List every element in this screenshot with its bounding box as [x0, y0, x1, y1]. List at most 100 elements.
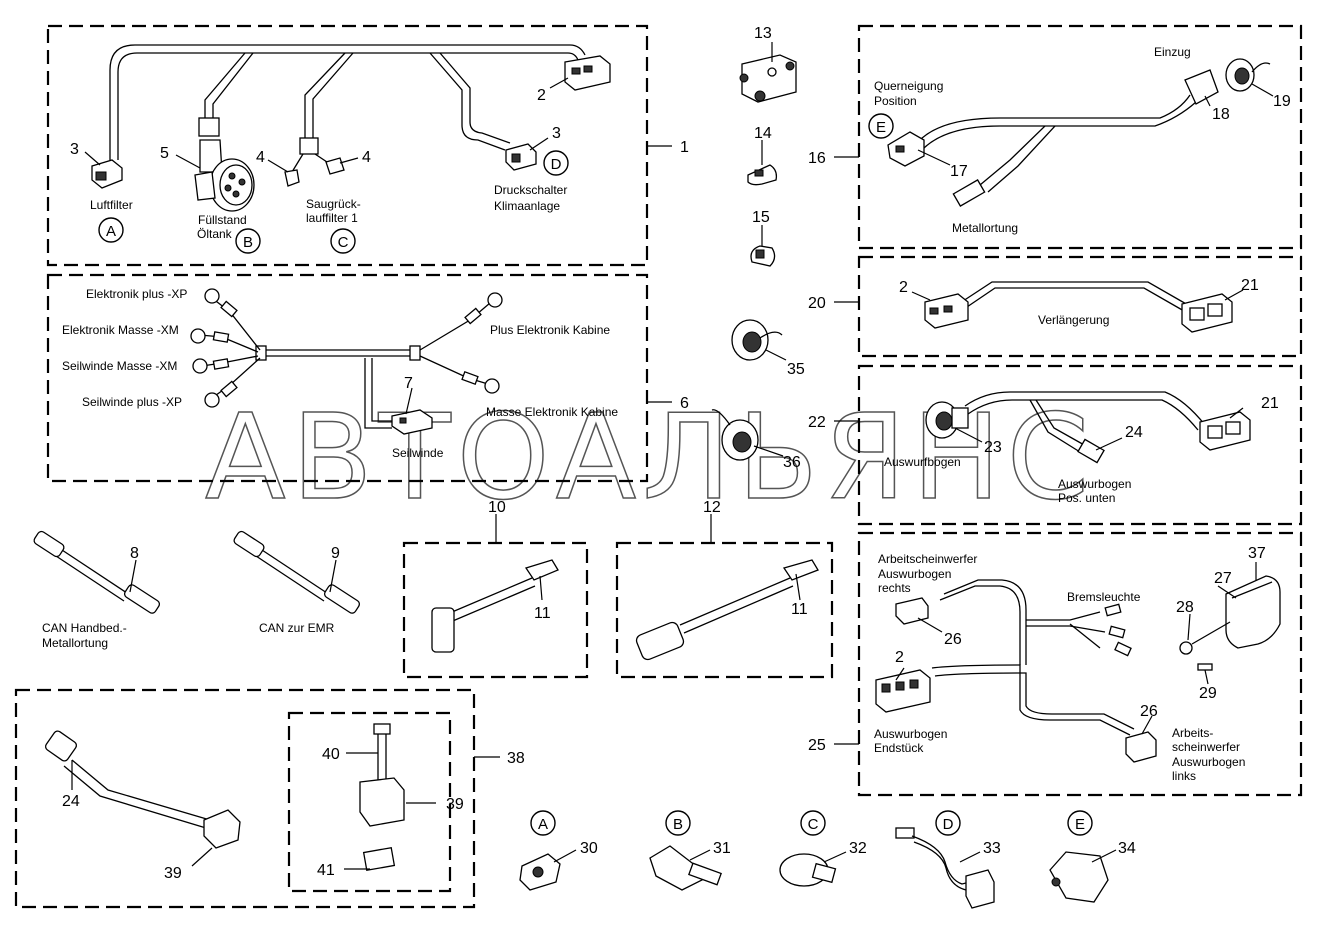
number-label: 13	[754, 25, 772, 42]
number-label: 11	[534, 605, 551, 622]
connector-sleeve	[299, 137, 319, 155]
part-14-cable-clip	[747, 164, 778, 186]
number-label: 28	[1176, 599, 1194, 616]
part-15-cable-clip	[750, 245, 776, 267]
sensor-31	[649, 845, 722, 891]
cable-38	[44, 730, 241, 849]
label-verlaengerung: Verlängerung	[1038, 313, 1109, 327]
number-label: 8	[130, 545, 139, 562]
harness-20	[924, 281, 1233, 333]
lamp-27	[1225, 575, 1281, 649]
solenoid-39	[359, 723, 405, 872]
number-label: 14	[754, 125, 772, 142]
number-label: 3	[552, 125, 561, 142]
callout-circle-e	[868, 113, 894, 139]
label-oeltank: Öltank	[197, 227, 233, 241]
connector-sleeve	[198, 117, 220, 137]
callout-circle-a2	[530, 810, 556, 836]
number-label: 29	[1199, 685, 1217, 702]
number-label: 1	[680, 139, 689, 156]
sensor-30	[519, 853, 561, 891]
label-druckschalter: Druckschalter	[494, 183, 567, 197]
label-links: links	[1172, 769, 1196, 783]
number-label: 20	[808, 295, 826, 312]
label-elek-masse: Elektronik Masse -XM	[62, 323, 179, 337]
ring-terminal	[190, 328, 206, 344]
terminal-4-right	[325, 157, 345, 175]
connector-17	[887, 131, 925, 167]
callout-circle-d	[543, 150, 569, 176]
number-label: 11	[791, 601, 808, 618]
number-label: 39	[446, 796, 464, 813]
number-label: 18	[1212, 106, 1230, 123]
leader-lines	[71, 42, 1274, 870]
number-label: 19	[1273, 93, 1291, 110]
number-label: 39	[164, 865, 182, 882]
straight-plug	[635, 621, 685, 661]
number-label: 23	[984, 439, 1002, 456]
frame-group-22	[857, 364, 1303, 526]
number-label: 24	[1125, 424, 1143, 441]
part-35-plug	[731, 319, 783, 361]
label-pos-unten: Pos. unten	[1058, 491, 1115, 505]
callout-a2: A	[538, 816, 548, 833]
callout-e2: E	[1075, 816, 1085, 833]
part-36-plug	[711, 409, 759, 461]
number-label: 22	[808, 414, 826, 431]
connector-24a	[1077, 438, 1105, 464]
number-label: 4	[362, 149, 371, 166]
number-label: 4	[256, 149, 265, 166]
harness-6	[190, 288, 503, 435]
number-label: 33	[983, 840, 1001, 857]
callout-d2: D	[943, 816, 954, 833]
frame-group-38	[14, 688, 476, 909]
callout-circle-b	[235, 228, 261, 254]
label-bremsleuchte: Bremsleuchte	[1067, 590, 1141, 604]
number-label: 12	[703, 499, 721, 516]
callout-d: D	[551, 156, 562, 173]
label-saug: Saugrück-	[306, 197, 361, 211]
label-endstueck: Endstück	[874, 741, 924, 755]
angle-plug	[431, 607, 455, 653]
number-label: 21	[1261, 395, 1279, 412]
callout-c: C	[338, 234, 349, 251]
number-label: 6	[680, 395, 689, 412]
cable-10	[431, 559, 559, 653]
connector-2	[564, 55, 611, 91]
number-label: 9	[331, 545, 340, 562]
label-auswurbogen-end: Auswurbogen	[874, 727, 947, 741]
ring-terminal	[487, 292, 503, 308]
number-label: 36	[783, 454, 801, 471]
cable-9	[233, 530, 361, 614]
label-can-emr: CAN zur EMR	[259, 621, 335, 635]
number-label: 38	[507, 750, 525, 767]
sensor-metallortung	[952, 179, 986, 207]
number-label: 40	[322, 746, 340, 763]
number-label: 24	[62, 793, 80, 810]
number-label: 35	[787, 361, 805, 378]
connector-3-luftfilter	[91, 159, 123, 189]
callout-letters: A B C D E A B C D E	[98, 113, 1093, 836]
callout-circle-b2	[665, 810, 691, 836]
number-label: 2	[899, 279, 908, 296]
number-label: 30	[580, 840, 598, 857]
number-label: 7	[404, 375, 413, 392]
number-label: 15	[752, 209, 770, 226]
callout-e: E	[876, 119, 886, 136]
harness-25	[875, 575, 1281, 763]
harness-16	[887, 58, 1271, 207]
connector-3-druckschalter	[505, 143, 537, 171]
number-label: 10	[488, 499, 506, 516]
label-klimaanlage: Klimaanlage	[494, 199, 560, 213]
number-label: 34	[1118, 840, 1136, 857]
callout-b: B	[243, 234, 253, 251]
number-label: 37	[1248, 545, 1266, 562]
ring-terminal	[484, 378, 500, 394]
label-masse-kabine: Masse Elektronik Kabine	[486, 405, 618, 419]
frame-group-16	[857, 24, 1303, 250]
number-label: 2	[895, 649, 904, 666]
cable-8	[33, 530, 161, 614]
ring-terminal	[204, 288, 220, 304]
callout-circle-a	[98, 217, 124, 243]
valve-plug-39	[203, 809, 241, 849]
